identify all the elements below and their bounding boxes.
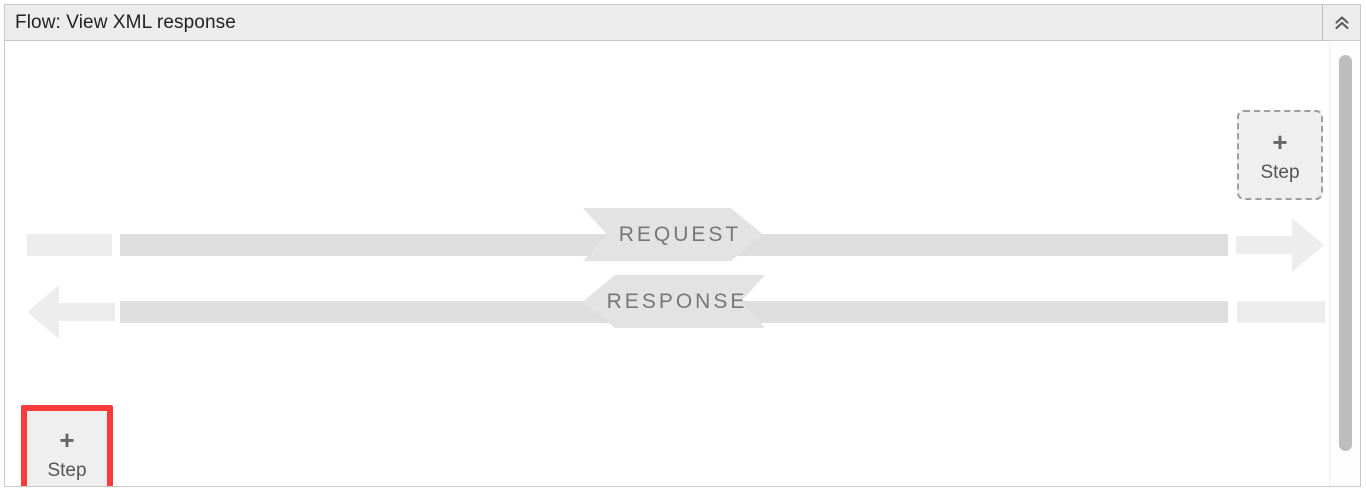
double-chevron-up-icon (1332, 13, 1352, 33)
scrollbar-thumb[interactable] (1339, 55, 1352, 451)
add-step-label: Step (47, 459, 87, 481)
response-banner: RESPONSE (583, 275, 765, 328)
header-actions (1322, 4, 1360, 41)
response-arrow-head (27, 283, 123, 341)
flow-row-response: RESPONSE (5, 275, 1330, 341)
request-segment-start (27, 234, 112, 256)
add-step-button-bottom[interactable]: + Step (21, 405, 113, 486)
flow-panel: Flow: View XML response + Step (4, 4, 1361, 487)
vertical-scrollbar[interactable] (1329, 41, 1360, 486)
flow-row-request: REQUEST (5, 208, 1330, 274)
flow-panel-header: Flow: View XML response (5, 4, 1360, 41)
request-arrow-head (1236, 216, 1330, 274)
collapse-panel-button[interactable] (1323, 5, 1360, 41)
header-divider (1322, 4, 1323, 41)
page-title: Flow: View XML response (15, 11, 236, 33)
response-label: RESPONSE (606, 289, 748, 313)
plus-icon: + (1272, 126, 1288, 157)
response-segment-end (1237, 301, 1325, 323)
add-step-button-top[interactable]: + Step (1237, 110, 1323, 200)
request-banner: REQUEST (583, 208, 763, 261)
flow-canvas: + Step REQUEST (5, 41, 1330, 486)
request-label: REQUEST (618, 222, 742, 246)
plus-icon: + (59, 424, 75, 455)
add-step-label: Step (1260, 161, 1300, 183)
